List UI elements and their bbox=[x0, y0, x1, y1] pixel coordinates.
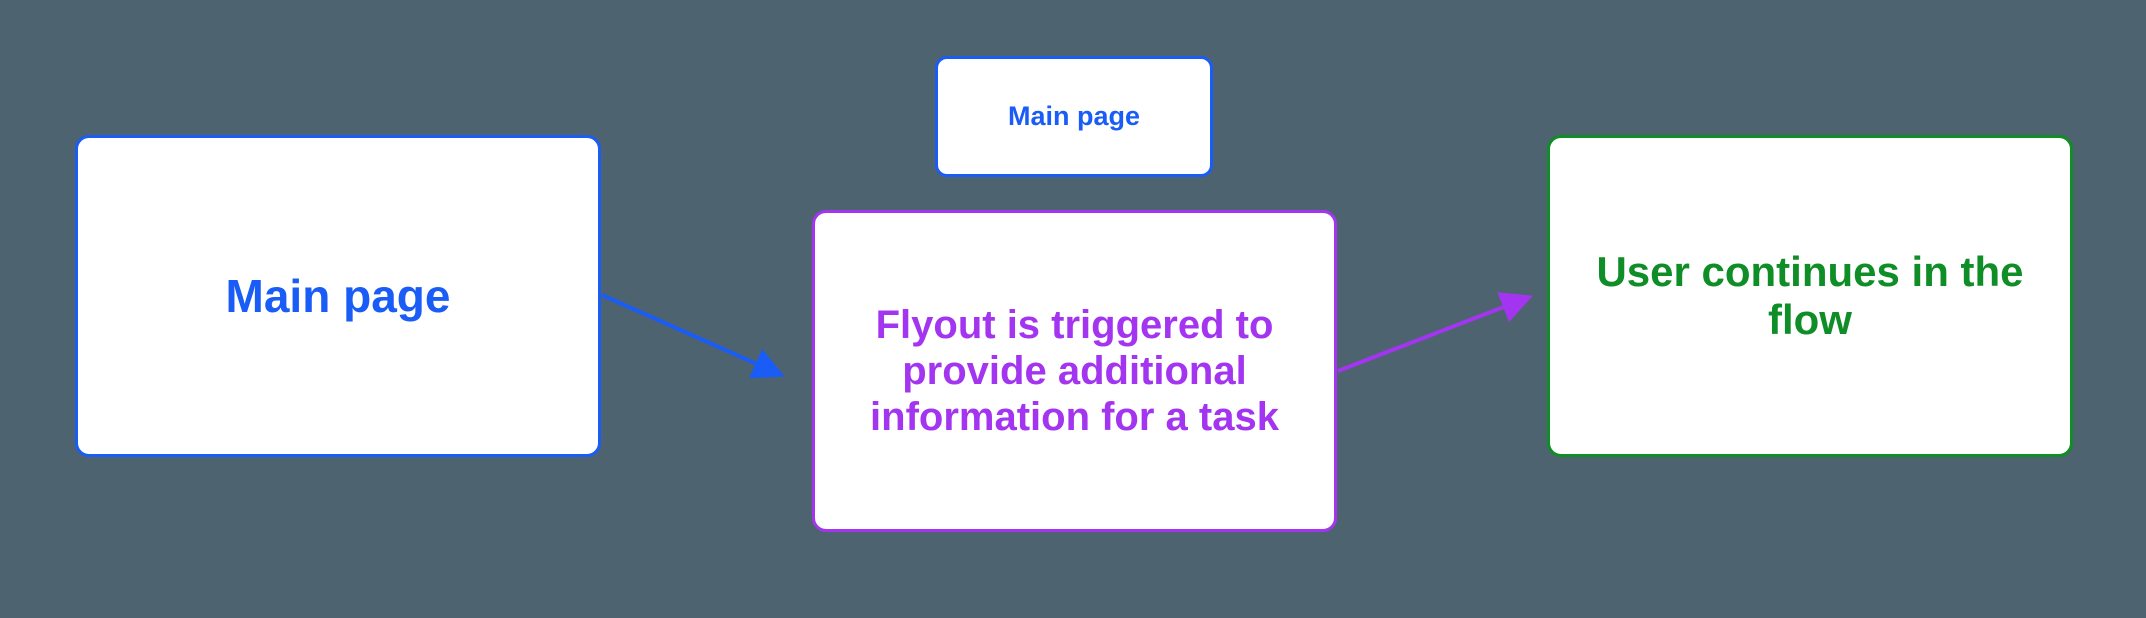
node-flyout: Flyout is triggered to provide additiona… bbox=[812, 210, 1337, 532]
node-main-page-label: Main page bbox=[225, 270, 451, 322]
node-main-page-small-label: Main page bbox=[1007, 101, 1141, 131]
node-main-page: Main page bbox=[75, 135, 601, 457]
connector-flyout-to-continue-arrow bbox=[1337, 292, 1533, 373]
connector-main-to-flyout-arrow bbox=[601, 293, 785, 379]
node-flyout-label: Flyout is triggered to provide additiona… bbox=[870, 303, 1279, 439]
node-user-continues: User continues in the flow bbox=[1547, 135, 2073, 457]
node-user-continues-label: User continues in the flow bbox=[1596, 248, 2024, 343]
node-main-page-small: Main page bbox=[935, 56, 1213, 177]
